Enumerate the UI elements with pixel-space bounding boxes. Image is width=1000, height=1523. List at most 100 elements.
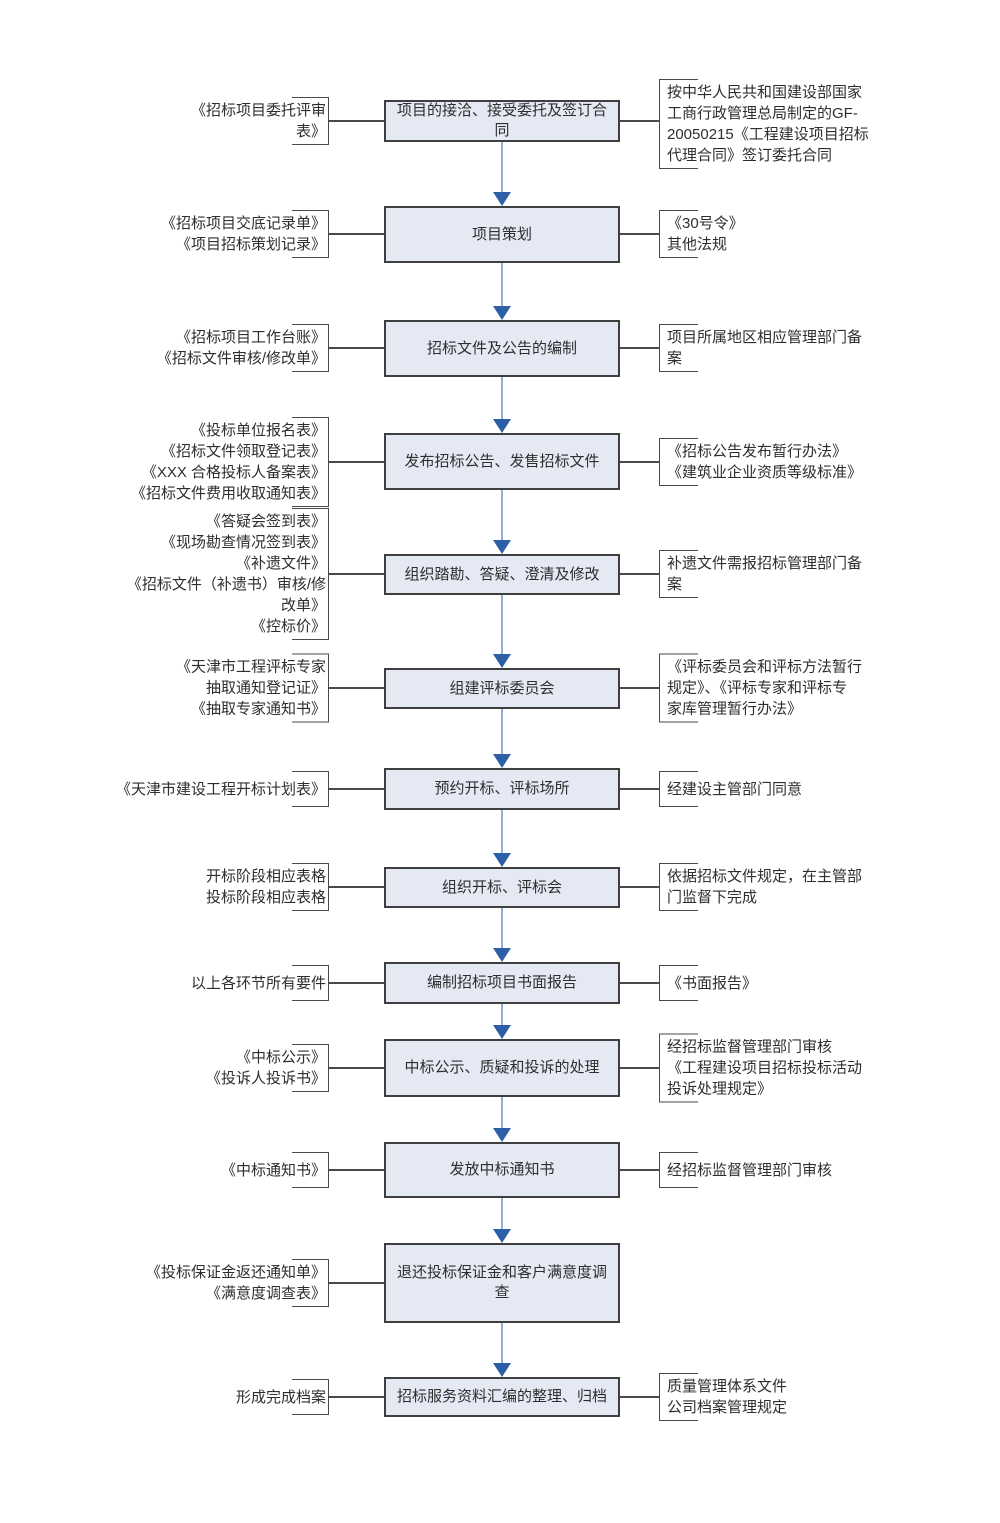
down-arrow	[493, 595, 511, 668]
arrow-head-icon	[493, 1229, 511, 1243]
connector-line	[329, 1067, 384, 1069]
step-9-right-note: 《书面报告》	[659, 965, 757, 1001]
down-arrow	[493, 1004, 511, 1039]
connector-line	[620, 347, 659, 349]
step-10-box: 中标公示、质疑和投诉的处理	[384, 1039, 620, 1097]
note-text: 项目所属地区相应管理部门备 案	[667, 329, 863, 367]
arrow-head-icon	[493, 306, 511, 320]
note-text: 经建设主管部门同意	[667, 780, 803, 798]
note-text: 按中华人民共和国建设部国家 工商行政管理总局制定的GF- 20050215《工程…	[667, 84, 869, 164]
step-6-right-note: 《评标委员会和评标方法暂行 规定》、《评标专家和评标专 家库管理暂行办法》	[659, 653, 862, 723]
connector-line	[329, 982, 384, 984]
arrow-head-icon	[493, 853, 511, 867]
note-text: 《招标项目工作台账》 《招标文件审核/修改单》	[156, 329, 326, 367]
note-text: 《招标项目交底记录单》 《项目招标策划记录》	[160, 215, 326, 253]
note-text: 开标阶段相应表格 投标阶段相应表格	[205, 868, 326, 906]
arrow-head-icon	[493, 1363, 511, 1377]
connector-line	[329, 788, 384, 790]
down-arrow	[493, 1097, 511, 1142]
note-text: 形成完成档案	[235, 1388, 326, 1406]
note-text: 以上各环节所有要件	[190, 974, 326, 992]
step-8-label: 组织开标、评标会	[441, 878, 562, 896]
down-arrow	[493, 1198, 511, 1243]
step-13-right-note: 质量管理体系文件 公司档案管理规定	[659, 1373, 787, 1421]
step-6-label: 组建评标委员会	[449, 679, 555, 697]
down-arrow	[493, 810, 511, 867]
connector-line	[329, 461, 384, 463]
step-2-label: 项目策划	[471, 225, 532, 243]
connector-line	[620, 1169, 659, 1171]
step-3-left-note: 《招标项目工作台账》 《招标文件审核/修改单》	[157, 324, 329, 372]
note-text: 《投标单位报名表》 《招标文件领取登记表》 《XXX 合格投标人备案表》 《招标…	[130, 422, 326, 502]
note-text: 《招标项目委托评审 表》	[190, 102, 326, 140]
step-3-right-note: 项目所属地区相应管理部门备 案	[659, 324, 862, 372]
step-12-box: 退还投标保证金和客户满意度调查	[384, 1243, 620, 1323]
arrow-head-icon	[493, 654, 511, 668]
step-1-left-note: 《招标项目委托评审 表》	[191, 97, 329, 145]
step-4-box: 发布招标公告、发售招标文件	[384, 433, 620, 490]
step-10-label: 中标公示、质疑和投诉的处理	[404, 1059, 600, 1076]
note-text: 《招标公告发布暂行办法》 《建筑业企业资质等级标准》	[667, 443, 863, 481]
connector-line	[329, 1169, 384, 1171]
arrow-head-icon	[493, 948, 511, 962]
step-8-box: 组织开标、评标会	[384, 867, 620, 908]
step-6-box: 组建评标委员会	[384, 668, 620, 709]
step-7-box: 预约开标、评标场所	[384, 768, 620, 810]
step-3-box: 招标文件及公告的编制	[384, 320, 620, 377]
connector-line	[620, 120, 659, 122]
note-text: 经招标监督管理部门审核 《工程建设项目招标投标活动 投诉处理规定》	[667, 1038, 863, 1098]
connector-line	[329, 886, 384, 888]
connector-line	[620, 1067, 659, 1069]
arrow-head-icon	[493, 192, 511, 206]
step-1-box: 项目的接洽、接受委托及签订合同	[384, 100, 620, 142]
step-7-label: 预约开标、评标场所	[434, 780, 570, 797]
step-9-left-note: 以上各环节所有要件	[191, 965, 329, 1001]
step-7-right-note: 经建设主管部门同意	[659, 771, 802, 807]
note-text: 《中标通知书》	[220, 1161, 326, 1179]
step-1-label: 项目的接洽、接受委托及签订合同	[396, 102, 607, 139]
step-13-box: 招标服务资料汇编的整理、归档	[384, 1377, 620, 1417]
step-2-left-note: 《招标项目交底记录单》 《项目招标策划记录》	[161, 210, 329, 258]
note-text: 《30号令》 其他法规	[667, 215, 744, 253]
step-13-label: 招标服务资料汇编的整理、归档	[396, 1388, 607, 1405]
connector-line	[620, 461, 659, 463]
step-5-box: 组织踏勘、答疑、澄清及修改	[384, 554, 620, 595]
connector-line	[620, 687, 659, 689]
connector-line	[329, 233, 384, 235]
connector-line	[620, 233, 659, 235]
connector-line	[329, 1396, 384, 1398]
down-arrow	[493, 142, 511, 206]
step-11-right-note: 经招标监督管理部门审核	[659, 1152, 832, 1188]
step-5-label: 组织踏勘、答疑、澄清及修改	[404, 565, 600, 583]
step-12-left-note: 《投标保证金返还通知单》 《满意度调查表》	[146, 1259, 329, 1307]
step-4-left-note: 《投标单位报名表》 《招标文件领取登记表》 《XXX 合格投标人备案表》 《招标…	[131, 417, 329, 507]
connector-line	[620, 886, 659, 888]
connector-line	[329, 687, 384, 689]
connector-line	[329, 1282, 384, 1284]
connector-line	[329, 347, 384, 349]
step-11-box: 发放中标通知书	[384, 1142, 620, 1198]
note-text: 补遗文件需报招标管理部门备 案	[667, 555, 863, 593]
step-5-right-note: 补遗文件需报招标管理部门备 案	[659, 550, 862, 598]
step-2-box: 项目策划	[384, 206, 620, 263]
connector-line	[329, 120, 384, 122]
down-arrow	[493, 709, 511, 768]
step-10-right-note: 经招标监督管理部门审核 《工程建设项目招标投标活动 投诉处理规定》	[659, 1033, 863, 1103]
note-text: 《书面报告》	[667, 974, 758, 992]
arrow-head-icon	[493, 1128, 511, 1142]
step-6-left-note: 《天津市工程评标专家 抽取通知登记证》 《抽取专家通知书》	[176, 653, 329, 723]
note-text: 《天津市建设工程开标计划表》	[115, 780, 326, 798]
step-3-label: 招标文件及公告的编制	[426, 339, 577, 357]
note-text: 《投标保证金返还通知单》 《满意度调查表》	[145, 1264, 326, 1302]
arrow-head-icon	[493, 754, 511, 768]
note-text: 《答疑会签到表》 《现场勘查情况签到表》 《补遗文件》 《招标文件（补遗书）审核…	[126, 513, 326, 635]
down-arrow	[493, 490, 511, 554]
step-9-box: 编制招标项目书面报告	[384, 962, 620, 1004]
down-arrow	[493, 377, 511, 433]
step-10-left-note: 《中标公示》 《投诉人投诉书》	[206, 1044, 329, 1092]
connector-line	[329, 573, 384, 575]
note-text: 质量管理体系文件 公司档案管理规定	[667, 1378, 788, 1416]
step-12-label: 退还投标保证金和客户满意度调查	[396, 1264, 607, 1301]
step-13-left-note: 形成完成档案	[236, 1379, 329, 1415]
